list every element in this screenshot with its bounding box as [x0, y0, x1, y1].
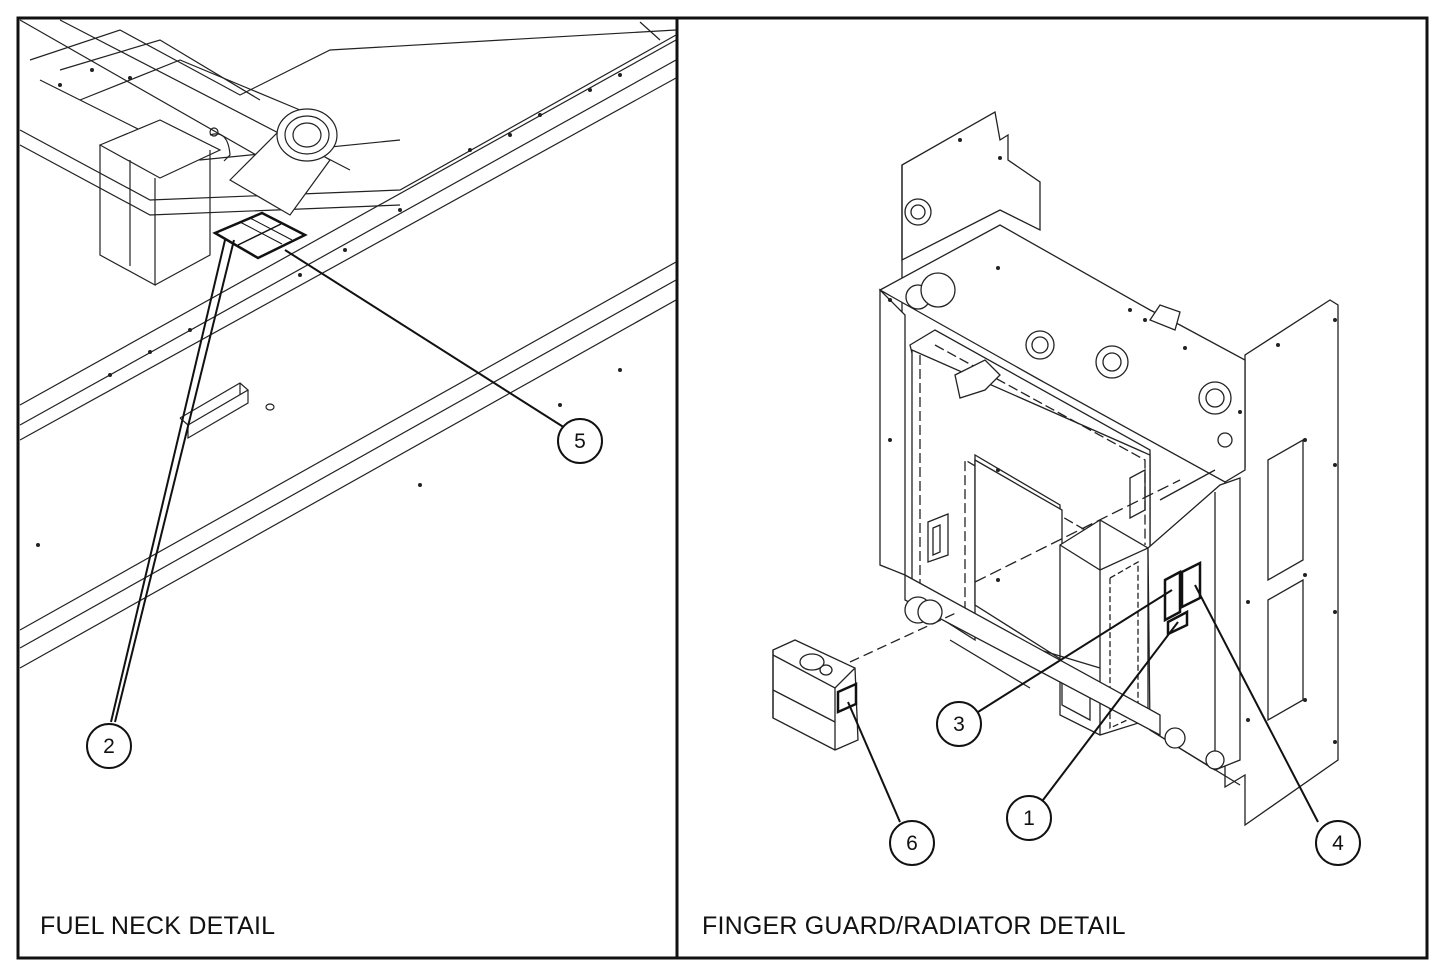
radiator-decals [1163, 560, 1202, 636]
leader-lines-left [110, 239, 566, 723]
svg-text:5: 5 [574, 430, 586, 453]
callout-6: 6 [889, 820, 935, 866]
svg-text:4: 4 [1332, 832, 1344, 855]
svg-text:1: 1 [1023, 807, 1035, 830]
radiator-detail-title: FINGER GUARD/RADIATOR DETAIL [702, 912, 1126, 940]
svg-text:6: 6 [906, 832, 918, 855]
callout-4: 4 [1315, 820, 1361, 866]
leader-lines-right [847, 584, 1319, 823]
fuel-decal [212, 211, 308, 260]
fuel-neck-detail-title: FUEL NECK DETAIL [40, 912, 276, 940]
callout-2: 2 [86, 723, 132, 769]
panel-holes [888, 138, 1337, 744]
fuel-neck-drawing [19, 19, 677, 669]
callout-1: 1 [1006, 795, 1052, 841]
coolant-container [772, 639, 859, 751]
panel-frames [16, 16, 1429, 960]
right-panel-frame [675, 16, 1429, 960]
svg-text:3: 3 [953, 713, 965, 736]
callout-3: 3 [936, 701, 982, 747]
frame-holes [36, 68, 622, 547]
svg-text:2: 2 [103, 735, 115, 758]
callout-5: 5 [557, 418, 603, 464]
left-panel-frame [16, 16, 679, 960]
radiator-drawing [849, 110, 1339, 827]
